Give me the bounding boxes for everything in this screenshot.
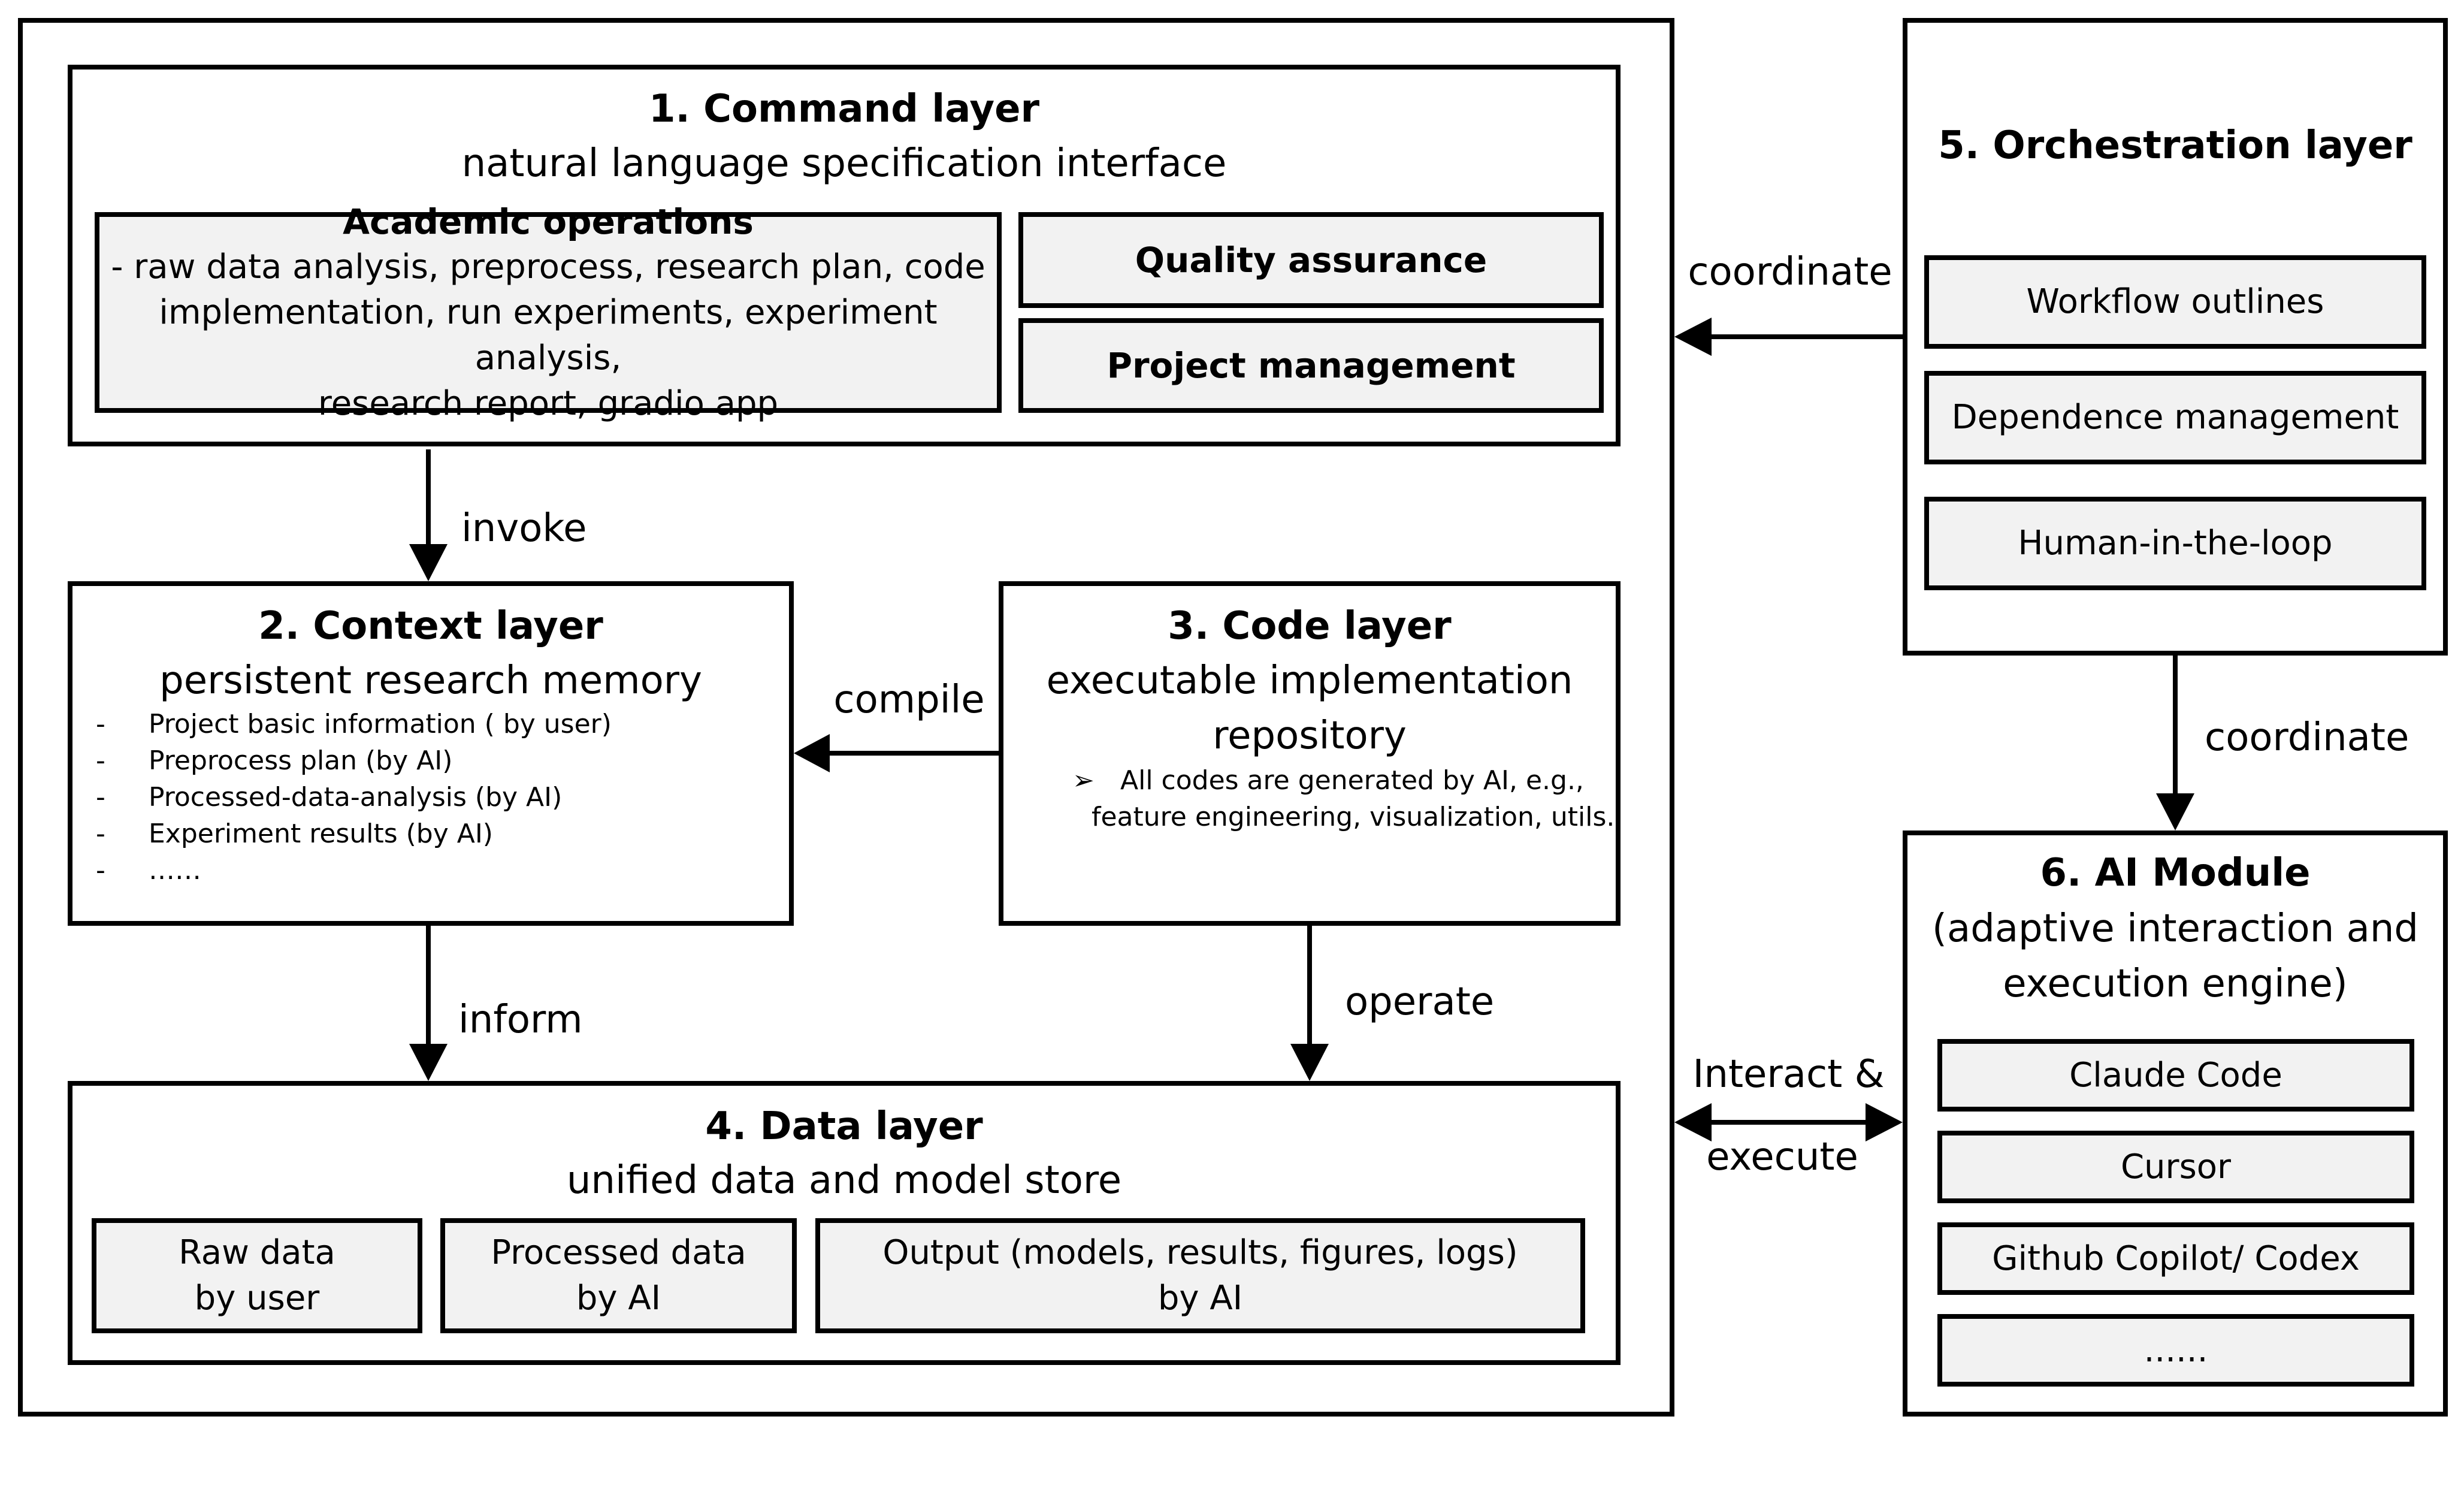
code-layer-subtitle: repository: [1213, 714, 1407, 758]
context-layer-title: 2. Context layer: [258, 604, 603, 648]
context-layer-list: -Project basic information ( by user) -P…: [96, 706, 612, 889]
academic-operations-line: - raw data analysis, preprocess, researc…: [111, 247, 985, 286]
human-in-the-loop-box: Human-in-the-loop: [1924, 497, 2426, 590]
code-layer-subtitle: executable implementation: [1046, 659, 1573, 703]
command-layer-subtitle: natural language specification interface: [461, 141, 1227, 186]
quality-assurance-box: Quality assurance: [1018, 212, 1604, 308]
invoke-label: invoke: [461, 506, 587, 551]
workflow-outlines-box: Workflow outlines: [1924, 255, 2426, 349]
ai-module-title: 6. AI Module: [2040, 851, 2311, 895]
cursor-box: Cursor: [1937, 1131, 2414, 1203]
inform-arrowhead: [409, 1044, 448, 1081]
coordinate-left-arrowhead: [1674, 318, 1712, 356]
more-tools-box: ......: [1937, 1314, 2414, 1387]
code-layer-note: ➢All codes are generated by AI, e.g., fe…: [1072, 762, 1615, 835]
list-item: -……: [96, 855, 201, 886]
code-layer: [999, 581, 1621, 926]
claude-code-box: Claude Code: [1937, 1039, 2414, 1112]
interact-arrowhead-right: [1866, 1103, 1903, 1141]
ai-module-subtitle: execution engine): [2003, 962, 2348, 1006]
context-layer: [68, 581, 794, 926]
coordinate-down-arrowhead: [2156, 793, 2194, 830]
coordinate-left-label: coordinate: [1688, 250, 1892, 294]
academic-operations-box: Academic operations - raw data analysis,…: [95, 201, 1002, 423]
arrow-bullet-icon: ➢: [1072, 765, 1095, 796]
interact-arrowhead-left: [1674, 1103, 1712, 1141]
orchestration-layer-title: 5. Orchestration layer: [1938, 123, 2412, 168]
compile-arrowhead: [794, 734, 830, 772]
list-item: -Preprocess plan (by AI): [96, 745, 453, 776]
code-layer-title: 3. Code layer: [1168, 604, 1452, 648]
academic-operations-line: implementation, run experiments, experim…: [159, 292, 938, 377]
command-layer-title: 1. Command layer: [648, 87, 1040, 131]
quality-assurance-label: Quality assurance: [1135, 240, 1488, 280]
interact-label: Interact &: [1692, 1052, 1885, 1097]
raw-data-box: Raw data by user: [92, 1218, 422, 1333]
academic-operations-line: research report, gradio app: [318, 383, 779, 423]
invoke-arrowhead: [409, 544, 448, 581]
coordinate-down-label: coordinate: [2205, 715, 2409, 760]
compile-label: compile: [833, 678, 985, 722]
data-layer-title: 4. Data layer: [705, 1104, 983, 1149]
project-management-label: Project management: [1106, 345, 1516, 386]
dependence-management-box: Dependence management: [1924, 371, 2426, 464]
execute-label: execute: [1706, 1135, 1858, 1179]
data-layer-subtitle: unified data and model store: [566, 1158, 1122, 1203]
operate-arrowhead: [1290, 1044, 1329, 1081]
output-box: Output (models, results, figures, logs) …: [815, 1218, 1585, 1333]
context-layer-subtitle: persistent research memory: [159, 659, 702, 703]
project-management-box: Project management: [1018, 318, 1604, 413]
ai-module-subtitle: (adaptive interaction and: [1932, 907, 2418, 951]
list-item: -Processed-data-analysis (by AI): [96, 782, 563, 813]
processed-data-box: Processed data by AI: [440, 1218, 797, 1333]
inform-label: inform: [458, 998, 583, 1042]
list-item: -Experiment results (by AI): [96, 819, 493, 849]
list-item: -Project basic information ( by user): [96, 709, 612, 739]
github-copilot-box: Github Copilot/ Codex: [1937, 1222, 2414, 1295]
operate-label: operate: [1345, 980, 1495, 1024]
academic-operations-title: Academic operations: [343, 201, 754, 242]
